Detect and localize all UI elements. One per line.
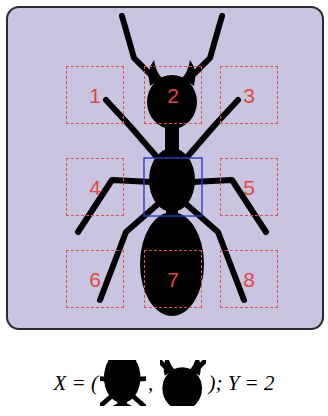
callout-number: 4 [89,177,101,198]
formula-text: , [148,371,159,396]
head-crop [160,360,206,406]
ant-figure [78,16,266,316]
callout-number: 5 [243,177,255,198]
callout-number: 6 [89,269,101,290]
grid-cell: 5 [220,158,278,216]
callout-number: 8 [243,269,255,290]
formula-row: X = ( , ); Y = 2 [0,358,328,408]
image-panel [7,7,323,329]
callout-number: 7 [167,269,179,290]
grid-cell: 2 [144,66,202,124]
grid-cell: 4 [66,158,124,216]
grid-cell: 8 [220,250,278,308]
focus-box [144,158,202,216]
grid-cell: 1 [66,66,124,124]
formula-text: ); Y = 2 [208,371,274,396]
grid-cell: 7 [144,250,202,308]
callout-number: 2 [167,85,179,106]
grid-cell: 3 [220,66,278,124]
grid-cell: 6 [66,250,124,308]
formula-text: X = ( [53,371,98,396]
thorax-crop [100,360,146,406]
callout-number: 1 [89,85,101,106]
ant-illustration [0,0,328,340]
callout-number: 3 [243,85,255,106]
